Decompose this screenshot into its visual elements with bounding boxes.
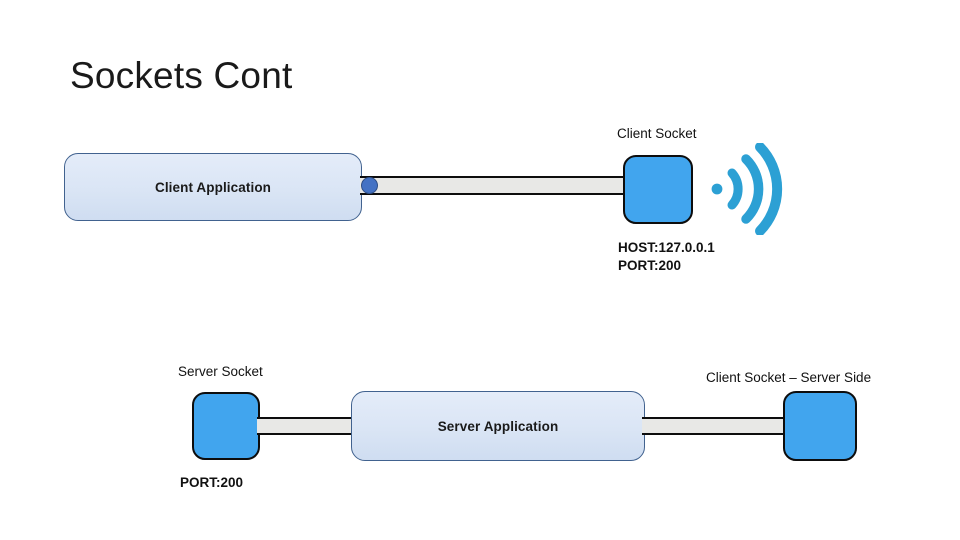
- client-application-label: Client Application: [154, 179, 272, 195]
- server-socket-port-label: PORT:200: [180, 475, 244, 490]
- server-application-box: Server Application: [351, 391, 645, 461]
- client-host-line: HOST:127.0.0.1: [618, 240, 715, 255]
- client-application-box: Client Application: [64, 153, 362, 221]
- client-socket-server-side-label: Client Socket – Server Side: [706, 370, 872, 385]
- server-socket-connector-bar: [257, 417, 355, 435]
- client-socket-box: [623, 155, 693, 224]
- client-connector-bar: [360, 176, 628, 195]
- client-socket-server-side-box: [783, 391, 857, 461]
- client-socket-label: Client Socket: [617, 126, 697, 141]
- server-socket-box: [192, 392, 260, 460]
- wifi-signal-icon: [704, 142, 796, 236]
- client-port-line: PORT:200: [618, 257, 682, 273]
- server-application-label: Server Application: [437, 418, 559, 434]
- client-socket-address-block: HOST:127.0.0.1 PORT:200: [618, 239, 715, 275]
- server-socket-label: Server Socket: [178, 364, 263, 379]
- connector-endpoint-dot-icon: [361, 177, 378, 194]
- page-title: Sockets Cont: [70, 55, 293, 96]
- client-socket-server-side-connector-bar: [642, 417, 788, 435]
